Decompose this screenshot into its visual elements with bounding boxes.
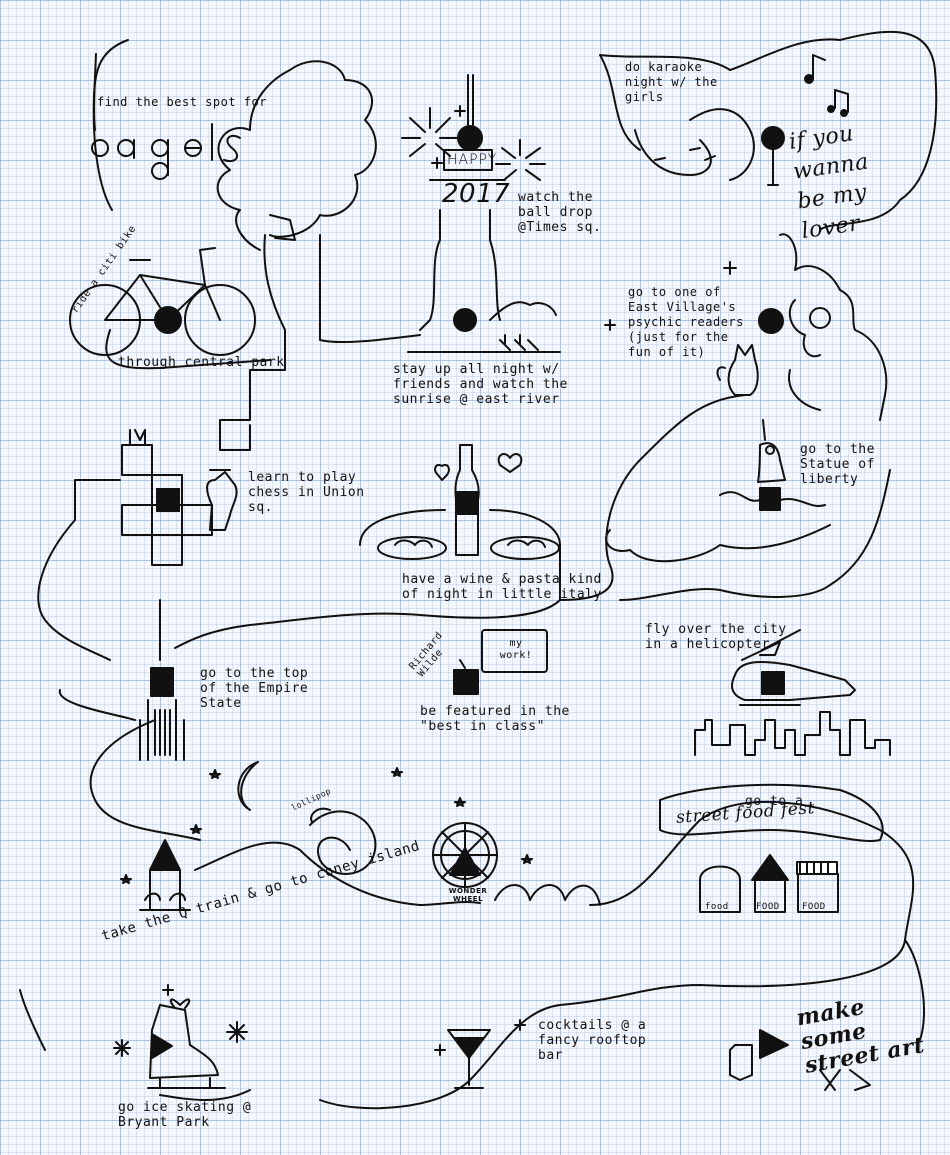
ferris-wheel-icon — [432, 822, 498, 888]
microphone-icon — [761, 126, 785, 186]
sunrise-label: stay up all night w/ friends and watch t… — [393, 362, 568, 407]
wine-bottle-icon — [434, 444, 523, 556]
karaoke-lyric: if you wanna be my lover — [787, 121, 871, 245]
featured-sign: my work! — [499, 638, 533, 661]
featured-label: be featured in the "best in class" — [420, 704, 570, 734]
chess-board-icon — [121, 429, 231, 566]
crystal-ball-icon — [758, 308, 784, 334]
music-note-icon — [804, 54, 849, 117]
skyline-icon — [694, 711, 891, 756]
bagel-icon — [91, 53, 241, 180]
empire-state-building-icon — [139, 599, 185, 761]
spray-can-icon — [729, 1029, 871, 1091]
karaoke-bubble — [599, 30, 938, 231]
streetfood-pre: go to a — [745, 794, 804, 809]
balldrop-happy: HAPPY — [447, 152, 498, 168]
food-stall-icon — [699, 854, 839, 913]
food-sign-1: food — [705, 902, 729, 912]
snowflake-icon — [113, 984, 248, 1057]
bagels-label: find the best spot for — [97, 95, 267, 109]
friends-icon — [499, 334, 539, 351]
food-sign-3: FOOD — [802, 902, 826, 912]
balldrop-label: watch the ball drop @Times sq. — [518, 190, 602, 235]
singers-icon — [634, 108, 755, 181]
food-sign-2: FOOD — [756, 902, 780, 912]
times-square-ball-icon — [319, 74, 561, 353]
liberty-path — [619, 469, 891, 601]
street-food-banner — [659, 783, 884, 842]
chess-knight-icon — [206, 471, 238, 531]
sparkle-icon — [604, 261, 737, 331]
statue-of-liberty-icon — [605, 419, 831, 563]
psychic-path — [559, 394, 746, 601]
frame-icon — [453, 629, 548, 695]
balldrop-year: 2017 — [442, 179, 511, 209]
lollipop-icon — [309, 807, 377, 875]
cocktails-label: cocktails @ a fancy rooftop bar — [538, 1018, 647, 1063]
fireworks-icon — [401, 105, 546, 181]
moon-icon — [237, 761, 259, 811]
helicopter-label: fly over the city in a helicopter — [645, 622, 787, 652]
wine-path — [174, 509, 561, 649]
karaoke-label: do karaoke night w/ the girls — [625, 60, 718, 104]
pasta-label: have a wine & pasta kind of night in lit… — [402, 572, 602, 602]
tree-icon — [216, 60, 377, 451]
bicycle-icon — [69, 247, 256, 356]
liberty-label: go to the Statue of liberty — [800, 442, 875, 487]
wonder-wheel-label: WONDER WHEEL — [448, 887, 488, 903]
chess-label: learn to play chess in Union sq. — [248, 470, 365, 515]
helicopter-icon — [731, 629, 856, 706]
cat-icon — [716, 344, 759, 396]
iceskating-label: go ice skating @ Bryant Park — [118, 1100, 252, 1130]
citibike-label-post: through central park — [118, 355, 285, 370]
psychic-label: go to one of East Village's psychic read… — [628, 285, 744, 359]
wave-icon — [419, 884, 601, 906]
empire-label: go to the top of the Empire State — [200, 666, 309, 711]
ice-skate-icon — [147, 998, 226, 1089]
star-icon — [120, 767, 533, 884]
psychic-woman-icon — [779, 233, 888, 421]
cocktail-glass-icon — [434, 1019, 526, 1089]
pasta-plate-icon — [377, 536, 560, 560]
carousel-icon — [139, 839, 191, 911]
